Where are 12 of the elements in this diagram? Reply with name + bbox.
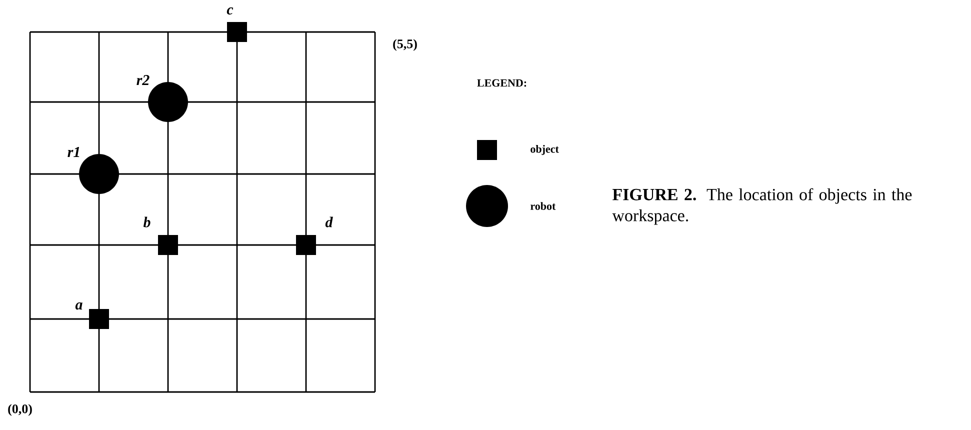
point-label: c — [226, 7, 234, 15]
legend-title: LEGEND: — [477, 79, 526, 87]
legend-label: robot — [530, 202, 556, 210]
point-label: r2 — [136, 75, 150, 85]
coordinate-label: (5,5) — [393, 39, 417, 51]
point-label: r1 — [68, 147, 80, 157]
coordinate-label: (0,0) — [8, 404, 32, 416]
legend-label: object — [530, 145, 559, 155]
point-label: d — [325, 216, 333, 228]
point-label: a — [75, 302, 82, 310]
caption: FIGURE 2. The location of objects in the workspace. — [612, 188, 912, 225]
point-label: b — [143, 216, 150, 228]
